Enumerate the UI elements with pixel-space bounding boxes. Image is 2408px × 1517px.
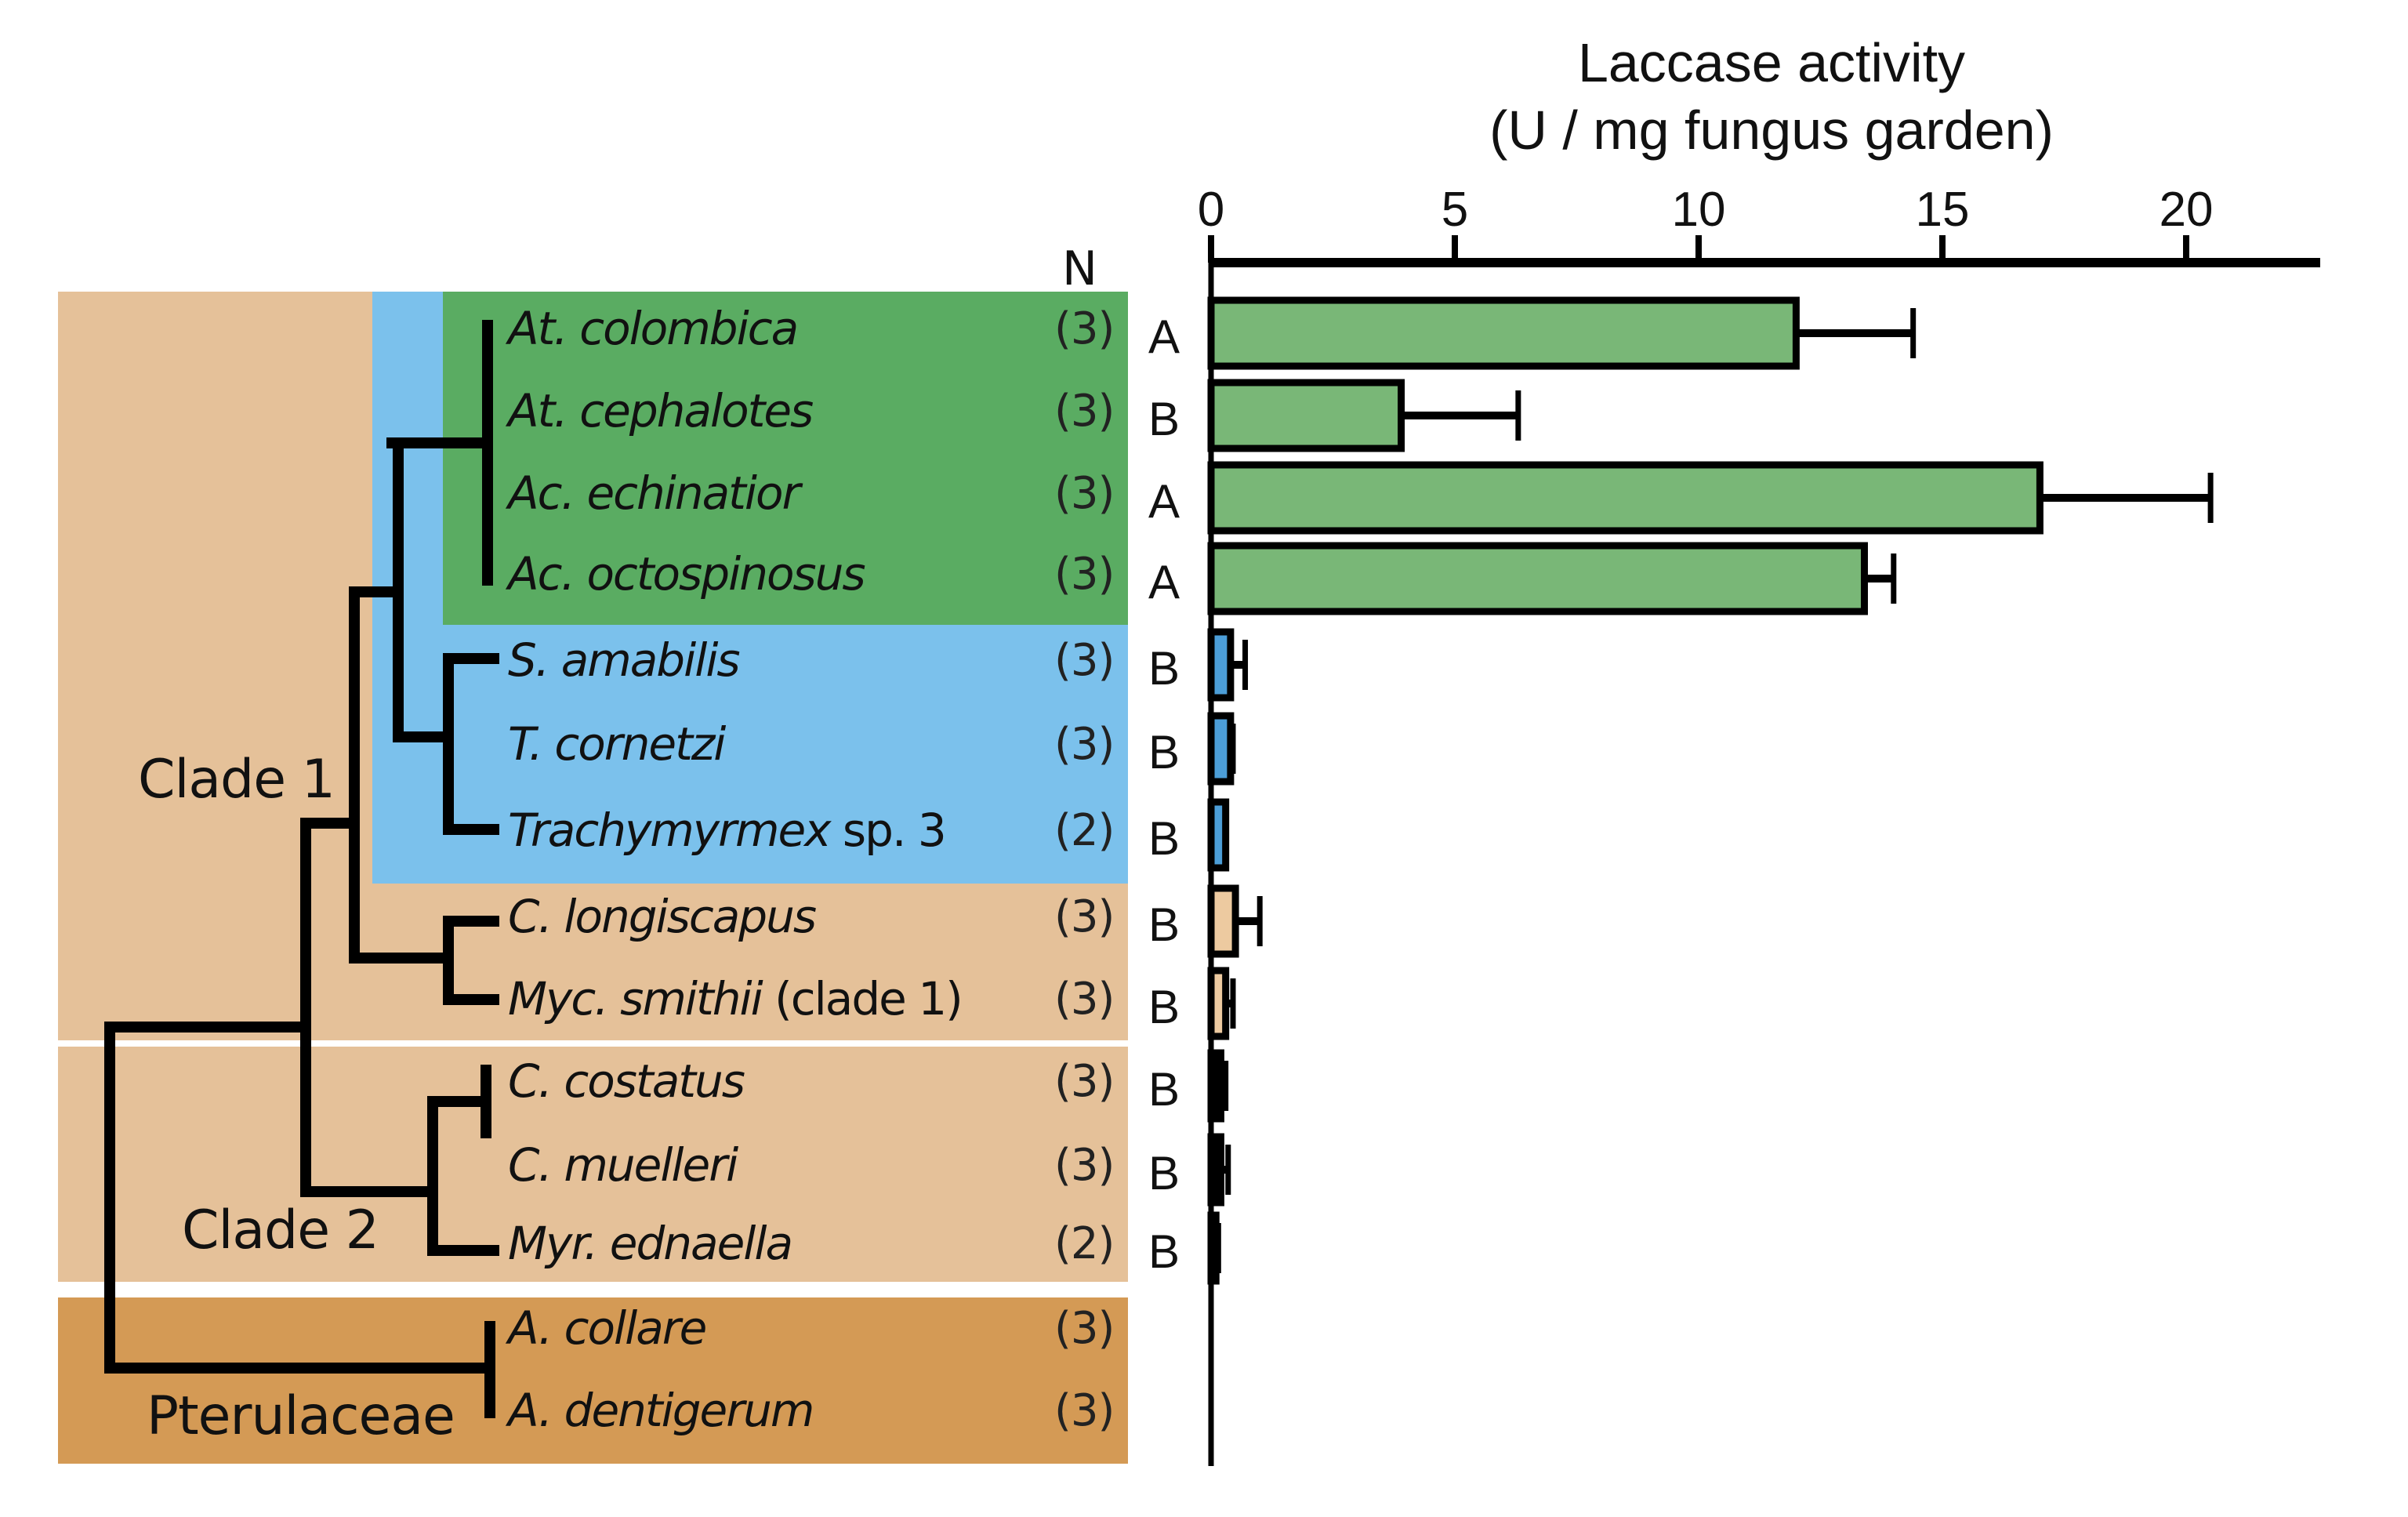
taxon-name: A. collare bbox=[508, 1301, 707, 1355]
significance-letter: B bbox=[1148, 393, 1180, 445]
taxon-label: C. longiscapus bbox=[508, 890, 817, 943]
significance-letter: B bbox=[1148, 1225, 1180, 1278]
taxon-label: Ac. echinatior bbox=[508, 466, 800, 520]
sample-size: (3) bbox=[1054, 1303, 1115, 1354]
bar bbox=[1207, 967, 1230, 1040]
taxon-suffix: (clade 1) bbox=[761, 972, 963, 1025]
taxon-label: T. cornetzi bbox=[508, 717, 726, 771]
significance-letter: B bbox=[1148, 981, 1180, 1033]
taxon-name: A. dentigerum bbox=[508, 1384, 814, 1437]
taxon-name: Myr. ednaella bbox=[508, 1217, 793, 1270]
sample-size: (2) bbox=[1054, 805, 1115, 856]
significance-letter: B bbox=[1148, 642, 1180, 695]
sample-size: (3) bbox=[1054, 1140, 1115, 1191]
taxon-label: At. colombica bbox=[508, 302, 799, 355]
pterulaceae-panel bbox=[58, 1297, 1128, 1464]
significance-letter: B bbox=[1148, 898, 1180, 951]
significance-letter: A bbox=[1148, 556, 1180, 608]
taxon-label: At. cephalotes bbox=[508, 384, 814, 437]
sample-size: (3) bbox=[1054, 303, 1115, 354]
taxon-label: S. amabilis bbox=[508, 633, 741, 687]
bar bbox=[1207, 712, 1235, 786]
taxon-name: At. cephalotes bbox=[508, 384, 814, 437]
significance-letter: A bbox=[1148, 475, 1180, 528]
bar bbox=[1207, 884, 1239, 958]
taxon-label: C. costatus bbox=[508, 1054, 745, 1108]
taxon-name: C. longiscapus bbox=[508, 890, 817, 943]
bar bbox=[1207, 1049, 1224, 1123]
x-axis-title-line-1: Laccase activity bbox=[1577, 32, 1966, 93]
clade-label-1: Clade 1 bbox=[138, 749, 335, 811]
sample-size: (3) bbox=[1054, 719, 1115, 770]
green-clade-panel bbox=[443, 292, 1128, 625]
taxon-label: Myr. ednaella bbox=[508, 1217, 793, 1270]
taxon-name: Ac. octospinosus bbox=[508, 547, 866, 601]
taxon-name: C. muelleri bbox=[508, 1138, 738, 1192]
sample-size: (3) bbox=[1054, 468, 1115, 519]
x-tick-label: 10 bbox=[1672, 183, 1726, 237]
bar bbox=[1207, 542, 1868, 615]
taxon-name: S. amabilis bbox=[508, 633, 741, 687]
x-tick-label: 0 bbox=[1198, 183, 1224, 237]
taxon-label: Trachymyrmex sp. 3 bbox=[508, 804, 947, 857]
x-tick-label: 20 bbox=[2160, 183, 2214, 237]
clade2-panel bbox=[58, 1047, 1128, 1282]
x-tick-label: 15 bbox=[1916, 183, 1970, 237]
taxon-label: A. collare bbox=[508, 1301, 707, 1355]
taxon-name: Ac. echinatior bbox=[508, 466, 800, 520]
sample-size: (3) bbox=[1054, 635, 1115, 686]
taxon-label: C. muelleri bbox=[508, 1138, 738, 1192]
bar bbox=[1207, 379, 1405, 452]
bar bbox=[1207, 1133, 1224, 1207]
sample-size: (3) bbox=[1054, 386, 1115, 437]
taxon-label: A. dentigerum bbox=[508, 1384, 814, 1437]
sample-size: (3) bbox=[1054, 1056, 1115, 1107]
significance-letter: B bbox=[1148, 1063, 1180, 1116]
significance-letter: B bbox=[1148, 1147, 1180, 1199]
taxon-label: Myc. smithii (clade 1) bbox=[508, 972, 963, 1025]
taxon-name: At. colombica bbox=[508, 302, 799, 355]
x-axis-title: Laccase activity (U / mg fungus garden) bbox=[1380, 31, 2163, 161]
taxon-label: Ac. octospinosus bbox=[508, 547, 866, 601]
sample-size: (3) bbox=[1054, 891, 1115, 942]
sample-size: (3) bbox=[1054, 1385, 1115, 1436]
taxon-suffix: sp. 3 bbox=[829, 804, 947, 857]
bar bbox=[1207, 1211, 1220, 1285]
clade-label-pterulaceae: Pterulaceae bbox=[147, 1385, 455, 1447]
clade-label-2: Clade 2 bbox=[182, 1199, 379, 1261]
significance-letter: A bbox=[1148, 310, 1180, 363]
taxon-name: T. cornetzi bbox=[508, 717, 726, 771]
significance-letter: B bbox=[1148, 726, 1180, 778]
taxon-name: Trachymyrmex bbox=[508, 804, 831, 857]
x-axis-title-line-2: (U / mg fungus garden) bbox=[1489, 100, 2054, 161]
sample-size: (3) bbox=[1054, 549, 1115, 600]
taxon-name: Myc. smithii bbox=[508, 972, 763, 1025]
sample-size: (3) bbox=[1054, 974, 1115, 1025]
bar bbox=[1207, 296, 1800, 370]
significance-letter: B bbox=[1148, 812, 1180, 865]
bar bbox=[1207, 461, 2044, 535]
taxon-name: C. costatus bbox=[508, 1054, 745, 1108]
x-tick-label: 5 bbox=[1442, 183, 1468, 237]
sample-size: (2) bbox=[1054, 1218, 1115, 1269]
bar bbox=[1207, 628, 1235, 702]
bar bbox=[1207, 798, 1230, 872]
n-column-header: N bbox=[1062, 241, 1097, 296]
